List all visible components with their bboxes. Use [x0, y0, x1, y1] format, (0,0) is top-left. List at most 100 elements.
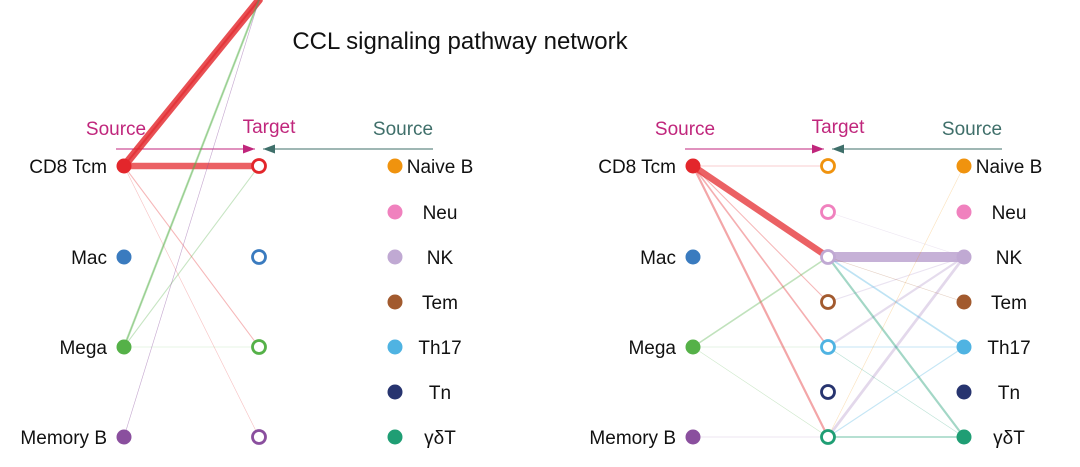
target-node-memory-b [251, 429, 267, 445]
source-node-neu [387, 204, 403, 220]
right-arrowhead [832, 144, 844, 154]
edge-memory-b-to-nk [123, 0, 260, 438]
source-label-nk: NK [427, 248, 454, 269]
source-label-tn: Tn [429, 383, 451, 404]
source-node-tem [956, 294, 972, 310]
source-node-th17 [956, 339, 972, 355]
right-arrowhead [263, 144, 275, 154]
source-node-tn [956, 384, 972, 400]
source-node-neu [956, 204, 972, 220]
source-label-gamma-delta-t: γδT [993, 428, 1025, 449]
target-node-naive-b [820, 158, 836, 174]
headers: Source Target Source [655, 117, 1002, 154]
edge-cd8-tcm-to-memory-b [123, 165, 260, 438]
target-node-neu [820, 204, 836, 220]
left-arrowhead [812, 144, 824, 154]
edges [689, 162, 969, 439]
source-label-th17: Th17 [987, 338, 1030, 359]
target-node-tem [820, 294, 836, 310]
source-label-naive-b: Naive B [976, 157, 1043, 178]
edge-mega-to-th17 [123, 0, 260, 348]
source-label-cd8-tcm: CD8 Tcm [598, 157, 676, 178]
source-label-tem: Tem [422, 293, 458, 314]
source-label-naive-b: Naive B [407, 157, 474, 178]
source-right-header: Source [942, 119, 1002, 140]
chart-title: CCL signaling pathway network [292, 28, 628, 55]
source-label-th17: Th17 [418, 338, 461, 359]
headers: Source Target Source [86, 117, 433, 154]
edge-gamma-delta-t-to-th17 [827, 346, 965, 438]
edge-cd8-tcm-to-gamma-delta-t [691, 164, 830, 439]
source-node-mega [685, 339, 701, 355]
edge-th17-to-gamma-delta-t [827, 346, 965, 438]
source-node-nk [387, 249, 403, 265]
source-label-tn: Tn [998, 383, 1020, 404]
source-label-mac: Mac [640, 248, 676, 269]
source-node-memory-b [685, 429, 701, 445]
edge-nk-to-tem [827, 256, 965, 303]
source-label-nk: NK [996, 248, 1023, 269]
edge-gamma-delta-t-to-nk [826, 255, 966, 439]
edge-cd8-tcm-to-th17 [123, 0, 260, 167]
edge-th17-to-nk [827, 256, 965, 348]
source-node-cd8-tcm [685, 158, 701, 174]
source-label-neu: Neu [992, 203, 1027, 224]
edge-cd8-tcm-to-tem [692, 165, 829, 303]
source-label-cd8-tcm: CD8 Tcm [29, 157, 107, 178]
source-node-mega [116, 339, 132, 355]
source-node-gamma-delta-t [387, 429, 403, 445]
source-left-header: Source [86, 119, 146, 140]
source-left-header: Source [655, 119, 715, 140]
source-node-gamma-delta-t [956, 429, 972, 445]
target-node-gamma-delta-t [820, 429, 836, 445]
source-node-naive-b [956, 158, 972, 174]
edge-nk-to-th17 [826, 255, 966, 349]
target-node-mac [251, 249, 267, 265]
edge-mega-to-cd8-tcm [123, 165, 260, 348]
source-node-mac [685, 249, 701, 265]
edge-nk-to-neu [827, 211, 965, 258]
edge-memory-b-to-gamma-delta-t [123, 0, 260, 438]
edge-cd8-tcm-to-nk [689, 162, 832, 261]
source-label-memory-b: Memory B [589, 428, 676, 449]
source-right-header: Source [373, 119, 433, 140]
source-node-tn [387, 384, 403, 400]
source-label-mega: Mega [59, 338, 107, 359]
edge-mega-to-nk [692, 256, 829, 348]
target-node-cd8-tcm [251, 158, 267, 174]
source-node-memory-b [116, 429, 132, 445]
source-node-tem [387, 294, 403, 310]
target-header: Target [243, 117, 297, 138]
source-node-naive-b [387, 158, 403, 174]
source-node-mac [116, 249, 132, 265]
edge-naive-b-to-gamma-delta-t [827, 165, 965, 438]
left-arrowhead [243, 144, 255, 154]
target-node-nk [820, 249, 836, 265]
edge-mega-to-gamma-delta-t [692, 346, 829, 438]
edge-mega-to-gamma-delta-t [123, 0, 260, 348]
source-label-mac: Mac [71, 248, 107, 269]
edge-tem-to-nk [827, 256, 965, 303]
edge-cd8-tcm-to-mega [123, 165, 260, 348]
target-node-th17 [820, 339, 836, 355]
source-label-memory-b: Memory B [20, 428, 107, 449]
target-header: Target [812, 117, 866, 138]
source-label-mega: Mega [628, 338, 676, 359]
source-label-tem: Tem [991, 293, 1027, 314]
edge-nk-to-gamma-delta-t [826, 255, 966, 439]
edge-cd8-tcm-to-gamma-delta-t [122, 0, 261, 168]
edge-cd8-tcm-to-th17 [692, 165, 829, 348]
source-label-gamma-delta-t: γδT [424, 428, 456, 449]
source-node-th17 [387, 339, 403, 355]
target-node-tn [820, 384, 836, 400]
edge-mega-to-nk [122, 0, 261, 349]
source-node-cd8-tcm [116, 158, 132, 174]
edge-cd8-tcm-to-nk [120, 0, 263, 170]
target-node-mega [251, 339, 267, 355]
source-node-nk [956, 249, 972, 265]
source-label-neu: Neu [423, 203, 458, 224]
edges [120, 0, 263, 438]
